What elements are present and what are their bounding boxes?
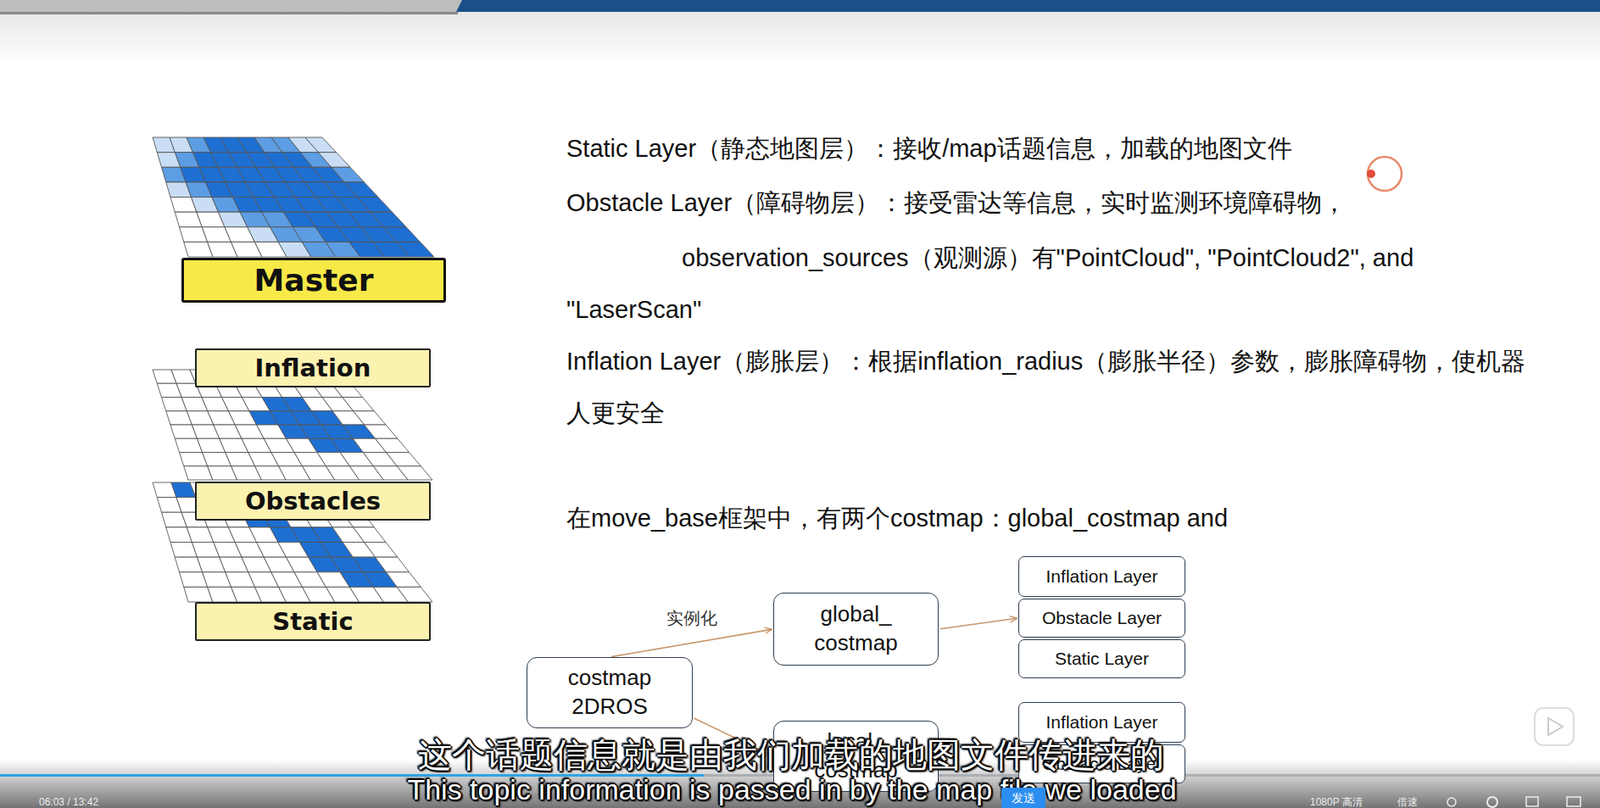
layer-title: Obstacles: [195, 481, 431, 521]
costmap-grids: [152, 137, 435, 603]
connector-arrow: [611, 629, 772, 657]
cursor-ring: [1367, 156, 1402, 191]
header-bar-blue: [456, 0, 1600, 12]
settings-icon: [1487, 797, 1498, 808]
box-text: Obstacles: [245, 486, 381, 516]
grid-cell: [396, 241, 435, 257]
box-text: Static: [272, 607, 353, 636]
grid-cell: [396, 466, 433, 480]
grid-cell: [364, 424, 398, 439]
layer-title: Inflation: [195, 348, 431, 388]
grid-cell: [383, 227, 420, 243]
header-shade: [0, 11, 1600, 63]
subtitle: This topic information is passed in by t…: [406, 773, 1177, 806]
grid-cell: [331, 167, 365, 183]
framework-note: 在move_base框架中，有两个costmap：global_costmap …: [566, 492, 1559, 545]
subtitle: 这个话题信息就是由我们加载的地图文件传进来的: [418, 734, 1165, 775]
box-text: Inflation Layer: [1046, 712, 1159, 733]
process-box: global_ costmap: [773, 592, 939, 666]
connector-arrow: [940, 618, 1017, 629]
box-text: Inflation Layer: [1046, 566, 1159, 587]
layer-note: Inflation Layer（膨胀层）：根据inflation_radius（…: [566, 335, 1534, 440]
side-icon: [1534, 708, 1574, 746]
layer-note: Obstacle Layer（障碍物层）：接受雷达等信息，实时监测环境障碍物，: [566, 177, 1559, 229]
grid-cell: [375, 557, 410, 573]
process-box: costmap 2DROS: [526, 657, 693, 729]
player-speed: 倍速: [1397, 795, 1418, 808]
layer-note: Static Layer（静态地图层）：接收/map话题信息，加载的地图文件: [566, 122, 1559, 175]
grid-cell: [317, 152, 351, 168]
box-text: Obstacle Layer: [1042, 607, 1162, 629]
fullscreen-icon: [1566, 797, 1581, 807]
send-button: 发送: [1001, 787, 1046, 808]
header-bar: [0, 0, 1600, 12]
layer-box: Obstacle Layer: [1018, 598, 1186, 638]
grid-cell: [353, 527, 386, 543]
grid-cell: [305, 137, 337, 153]
volume-icon: [1447, 797, 1456, 807]
grid-cell: [375, 438, 410, 452]
grid-cell: [396, 586, 433, 603]
layer-box: Inflation Layer: [1018, 556, 1186, 597]
layer-title: Static: [195, 602, 431, 642]
layer-title: Master: [181, 257, 446, 303]
cursor-dot: [1366, 169, 1376, 179]
grid-cell: [364, 542, 398, 558]
box-text: costmap 2DROS: [550, 663, 669, 722]
grid-cell: [385, 572, 421, 588]
layer-note: observation_sources（观测源）有"PointCloud", "…: [566, 232, 1534, 336]
header-line: [0, 11, 458, 15]
grid-cell: [385, 452, 421, 467]
box-text: global_ costmap: [797, 600, 916, 658]
player-time: 06:03 / 13:42: [39, 796, 99, 808]
box-text: Static Layer: [1054, 648, 1149, 669]
grid-cell: [342, 397, 374, 412]
box-text: Master: [254, 262, 374, 298]
grid-cell: [344, 182, 379, 198]
window-icon: [1526, 797, 1539, 807]
grid-cell: [370, 211, 407, 228]
layer-box: Static Layer: [1018, 639, 1186, 679]
grid-cell: [357, 197, 393, 213]
edge-label: 实例化: [663, 606, 720, 630]
grid-cell: [353, 411, 386, 425]
player-quality: 1080P 高清: [1310, 795, 1363, 808]
side-icon-play: [1548, 718, 1563, 736]
box-text: Inflation: [255, 353, 372, 383]
